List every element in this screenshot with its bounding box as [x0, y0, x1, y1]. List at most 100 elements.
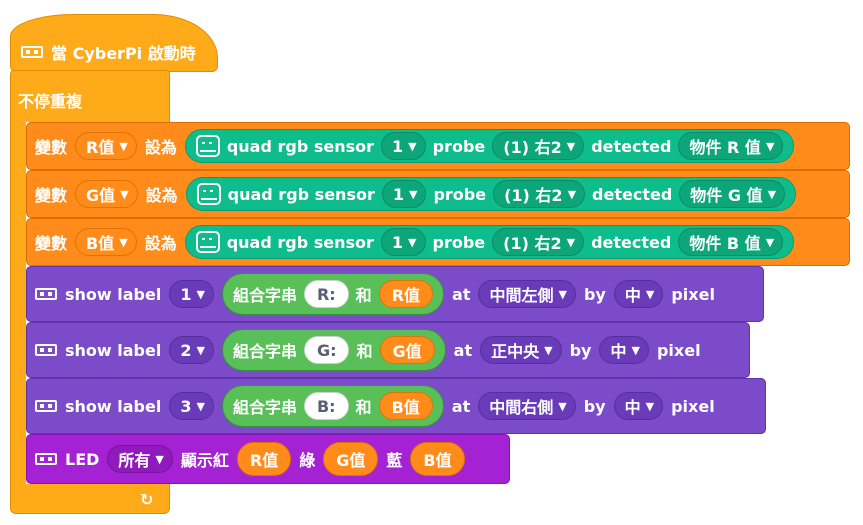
sensor-label: quad rgb sensor [226, 232, 374, 252]
caret-down-icon: ▼ [566, 139, 576, 153]
caret-down-icon: ▼ [408, 139, 417, 153]
at-label: at [452, 284, 471, 304]
pixel-label: pixel [656, 340, 701, 360]
set-prefix: 變數 [35, 186, 68, 205]
caret-down-icon: ▼ [120, 187, 129, 201]
and-label: 和 [355, 286, 372, 305]
caret-down-icon: ▼ [631, 343, 640, 357]
join-reporter[interactable]: 組合字串 G: 和 G值 [221, 329, 446, 371]
detected-label: detected [591, 136, 672, 156]
when-cyberpi-starts-block[interactable]: 當 CyberPi 啟動時 [10, 14, 218, 72]
sensor-index-dropdown[interactable]: 1▼ [380, 228, 426, 256]
cyberpi-icon [35, 288, 57, 300]
by-label: by [569, 340, 592, 360]
caret-down-icon: ▼ [645, 287, 655, 301]
variable-dropdown[interactable]: G值▼ [75, 180, 138, 208]
blue-label: 藍 [386, 451, 403, 470]
caret-down-icon: ▼ [155, 452, 164, 466]
cyberpi-icon [35, 453, 57, 465]
caret-down-icon: ▼ [765, 235, 775, 249]
quad-rgb-reporter[interactable]: quad rgb sensor 1▼ probe (1) 右2▼ detecte… [184, 225, 795, 259]
text-input[interactable]: B: [303, 392, 349, 420]
text-input[interactable]: G: [303, 336, 350, 364]
loop-arrow-icon: ↻ [140, 490, 154, 509]
cyberpi-icon [21, 46, 43, 58]
probe-dropdown[interactable]: (1) 右2▼ [492, 228, 585, 256]
property-dropdown[interactable]: 物件 B 值▼ [678, 228, 784, 256]
show-label-text: show label [65, 340, 162, 360]
position-dropdown[interactable]: 中間右側▼ [478, 392, 576, 420]
caret-down-icon: ▼ [558, 287, 567, 301]
sensor-index-dropdown[interactable]: 1▼ [381, 180, 427, 208]
set-variable-block-g[interactable]: 變數 G值▼ 設為 quad rgb sensor 1▼ probe (1) 右… [26, 170, 850, 218]
variable-dropdown[interactable]: B值▼ [75, 228, 137, 256]
caret-down-icon: ▼ [119, 235, 128, 249]
sensor-icon [196, 183, 221, 205]
size-dropdown[interactable]: 中▼ [613, 392, 664, 420]
caret-down-icon: ▼ [196, 343, 205, 357]
show-label-text: show label [65, 284, 162, 304]
label-number-dropdown[interactable]: 3▼ [169, 392, 214, 420]
set-prefix: 變數 [35, 138, 68, 157]
cyberpi-icon [35, 400, 57, 412]
set-prefix: 變數 [35, 234, 68, 253]
text-input[interactable]: R: [303, 280, 349, 308]
led-show-color-block[interactable]: LED 所有▼ 顯示紅 R值 綠 G值 藍 B值 [26, 434, 510, 484]
show-red-label: 顯示紅 [180, 451, 229, 470]
pixel-label: pixel [671, 396, 715, 416]
variable-reporter[interactable]: R值 [378, 280, 434, 308]
sensor-label: quad rgb sensor [227, 184, 375, 204]
label-number-dropdown[interactable]: 2▼ [169, 336, 214, 364]
label-number-dropdown[interactable]: 1▼ [169, 280, 214, 308]
caret-down-icon: ▼ [767, 187, 777, 201]
size-dropdown[interactable]: 中▼ [599, 336, 649, 364]
variable-reporter[interactable]: B值 [378, 392, 433, 420]
show-label-block-3[interactable]: show label 3▼ 組合字串 B: 和 B值 at 中間右側▼ by 中… [26, 378, 766, 434]
green-label: 綠 [299, 451, 316, 470]
red-variable-reporter[interactable]: R值 [236, 442, 292, 476]
show-label-block-1[interactable]: show label 1▼ 組合字串 R: 和 R值 at 中間左側▼ by 中… [26, 266, 764, 322]
join-reporter[interactable]: 組合字串 B: 和 B值 [221, 385, 444, 427]
caret-down-icon: ▼ [765, 139, 775, 153]
caret-down-icon: ▼ [196, 399, 205, 413]
caret-down-icon: ▼ [558, 399, 567, 413]
variable-dropdown[interactable]: R值▼ [75, 132, 137, 160]
by-label: by [583, 396, 606, 416]
property-dropdown[interactable]: 物件 R 值▼ [678, 132, 784, 160]
and-label: 和 [355, 398, 372, 417]
probe-dropdown[interactable]: (1) 右2▼ [492, 132, 585, 160]
quad-rgb-reporter[interactable]: quad rgb sensor 1▼ probe (1) 右2▼ detecte… [184, 129, 795, 163]
set-variable-block-r[interactable]: 變數 R值▼ 設為 quad rgb sensor 1▼ probe (1) 右… [26, 122, 850, 170]
position-dropdown[interactable]: 正中央▼ [480, 336, 562, 364]
green-variable-reporter[interactable]: G值 [323, 442, 379, 476]
join-label: 組合字串 [232, 286, 297, 305]
position-dropdown[interactable]: 中間左側▼ [478, 280, 576, 308]
sensor-index-dropdown[interactable]: 1▼ [381, 132, 426, 160]
set-mid: 設為 [144, 138, 177, 157]
join-label: 組合字串 [232, 342, 297, 361]
led-select-dropdown[interactable]: 所有▼ [107, 445, 173, 473]
by-label: by [583, 284, 606, 304]
set-variable-block-b[interactable]: 變數 B值▼ 設為 quad rgb sensor 1▼ probe (1) 右… [26, 218, 850, 266]
size-dropdown[interactable]: 中▼ [613, 280, 664, 308]
forever-block[interactable] [10, 70, 170, 122]
cyberpi-icon [35, 344, 57, 356]
show-label-block-2[interactable]: show label 2▼ 組合字串 G: 和 G值 at 正中央▼ by 中▼… [26, 322, 750, 378]
quad-rgb-reporter[interactable]: quad rgb sensor 1▼ probe (1) 右2▼ detecte… [185, 177, 797, 211]
caret-down-icon: ▼ [645, 399, 655, 413]
variable-reporter[interactable]: G值 [379, 336, 435, 364]
blue-variable-reporter[interactable]: B值 [410, 442, 465, 476]
property-dropdown[interactable]: 物件 G 值▼ [679, 180, 786, 208]
set-mid: 設為 [144, 234, 177, 253]
probe-dropdown[interactable]: (1) 右2▼ [493, 180, 586, 208]
probe-label: probe [432, 232, 486, 252]
caret-down-icon: ▼ [196, 287, 205, 301]
at-label: at [451, 396, 471, 416]
join-reporter[interactable]: 組合字串 R: 和 R值 [221, 273, 445, 315]
caret-down-icon: ▼ [566, 235, 576, 249]
forever-block-arm [10, 120, 26, 488]
probe-label: probe [432, 136, 486, 156]
caret-down-icon: ▼ [408, 187, 418, 201]
probe-label: probe [433, 184, 487, 204]
detected-label: detected [592, 184, 673, 204]
